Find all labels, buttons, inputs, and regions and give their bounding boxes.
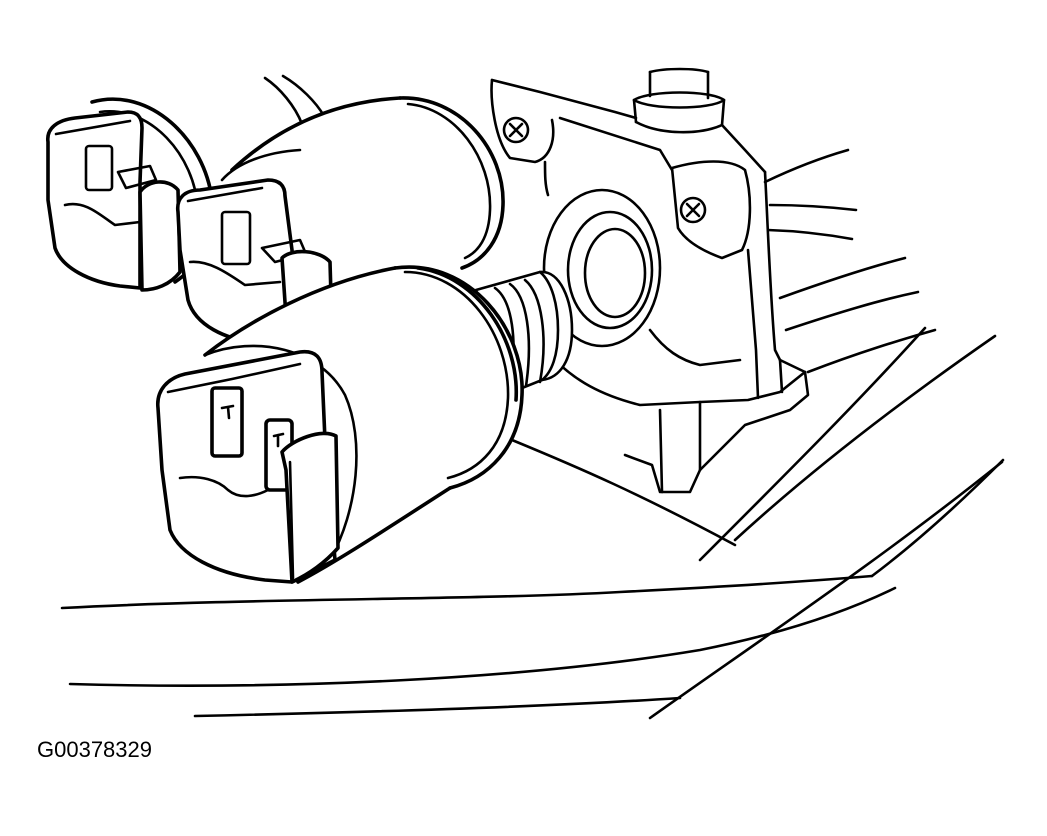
case-sweep-line	[733, 334, 997, 542]
top-wire-line	[263, 76, 304, 126]
valve-plate-ear-right	[670, 160, 752, 260]
hose-line	[768, 203, 858, 212]
stem-body	[474, 270, 574, 394]
valve-plate-top-edge	[720, 123, 767, 174]
case-sweep-line	[68, 586, 897, 687]
case-sweep-line	[193, 696, 682, 718]
connector-cover-flap	[138, 180, 182, 292]
solenoid-front-rim	[203, 344, 358, 562]
connector-notch	[178, 475, 270, 498]
solenoid-rear-left	[46, 97, 215, 292]
terminal-blade	[210, 386, 244, 458]
pipe-collar-bottom	[634, 120, 724, 134]
pipe-rod-top	[648, 67, 710, 74]
case-edge-line	[510, 438, 737, 547]
terminal-blade	[84, 144, 114, 192]
connector-housing	[46, 110, 144, 290]
case-sweep-line	[60, 574, 874, 610]
port-bore	[542, 188, 662, 348]
valve-body	[490, 67, 810, 494]
solenoid-flange-outer	[393, 265, 524, 490]
solenoid-stem	[474, 270, 574, 394]
connector	[46, 110, 182, 292]
terminal-tab	[116, 164, 158, 190]
solenoid-flange-inner	[403, 270, 510, 480]
bolt-icon	[502, 116, 530, 144]
case-sweep-line	[648, 460, 1004, 720]
connector-lip	[54, 119, 132, 136]
connector-cover-flap	[280, 431, 340, 584]
case-sweep-line	[698, 326, 927, 562]
figure-id-label: G00378329	[37, 737, 152, 762]
connector-flap-edge	[288, 460, 295, 580]
pipe-collar-top	[632, 91, 726, 109]
case-edge-line	[806, 328, 937, 374]
top-wire-line	[281, 74, 326, 118]
valve-plate-ridge	[558, 116, 674, 172]
stem-thread-ring	[508, 282, 531, 388]
solenoid-can-top	[203, 266, 397, 357]
connector-notch	[188, 260, 282, 287]
valve-lower-block	[553, 358, 810, 494]
connector-lip	[166, 362, 302, 394]
case-edge-line	[778, 256, 907, 300]
connector-notch	[63, 202, 142, 227]
stem-thread-ring	[523, 278, 545, 384]
valve-body-right-side	[763, 170, 782, 362]
solenoid-can-bottom	[296, 486, 452, 584]
valve-block-line	[648, 328, 742, 367]
bolt-x-mark	[685, 202, 701, 218]
solenoid-can-top	[230, 96, 402, 172]
valve-block-line	[658, 408, 664, 494]
connector-housing	[175, 178, 302, 345]
case-edge-line	[784, 290, 920, 332]
background-lines	[60, 74, 1005, 720]
pipe-collar-right	[720, 98, 726, 127]
stem-end-face	[538, 270, 560, 382]
valve-body-inner-edge	[746, 248, 760, 400]
solenoid-front-rim	[220, 148, 302, 182]
hose-line	[763, 148, 850, 184]
bore-inner	[583, 227, 647, 319]
bore-ring	[566, 210, 654, 330]
solenoid-flange-inner	[406, 102, 492, 260]
bolt-x-mark	[508, 122, 524, 138]
solenoid-gasket	[416, 266, 518, 402]
valve-plate-top-edge	[490, 78, 638, 120]
terminal-mark	[220, 404, 235, 420]
pipe-fitting	[632, 67, 726, 134]
bore-boss-outer	[542, 188, 662, 348]
connector	[156, 349, 340, 584]
valve-block-line	[778, 358, 784, 394]
terminal-mark	[272, 432, 285, 448]
terminal-blade	[220, 210, 252, 266]
solenoid-flange-outer	[398, 96, 505, 270]
bolt-icon	[679, 196, 707, 224]
terminal-outline	[210, 386, 244, 458]
hose-line	[766, 228, 854, 241]
bolt-head	[679, 196, 707, 224]
valve-block-line	[778, 358, 807, 374]
bolt-head	[502, 116, 530, 144]
connector-lip	[186, 186, 264, 203]
valve-plate-left-side	[543, 160, 550, 197]
case-sweep-line	[870, 458, 1005, 578]
solenoid-front	[156, 265, 574, 584]
valve-plate-ear-left	[490, 78, 555, 164]
